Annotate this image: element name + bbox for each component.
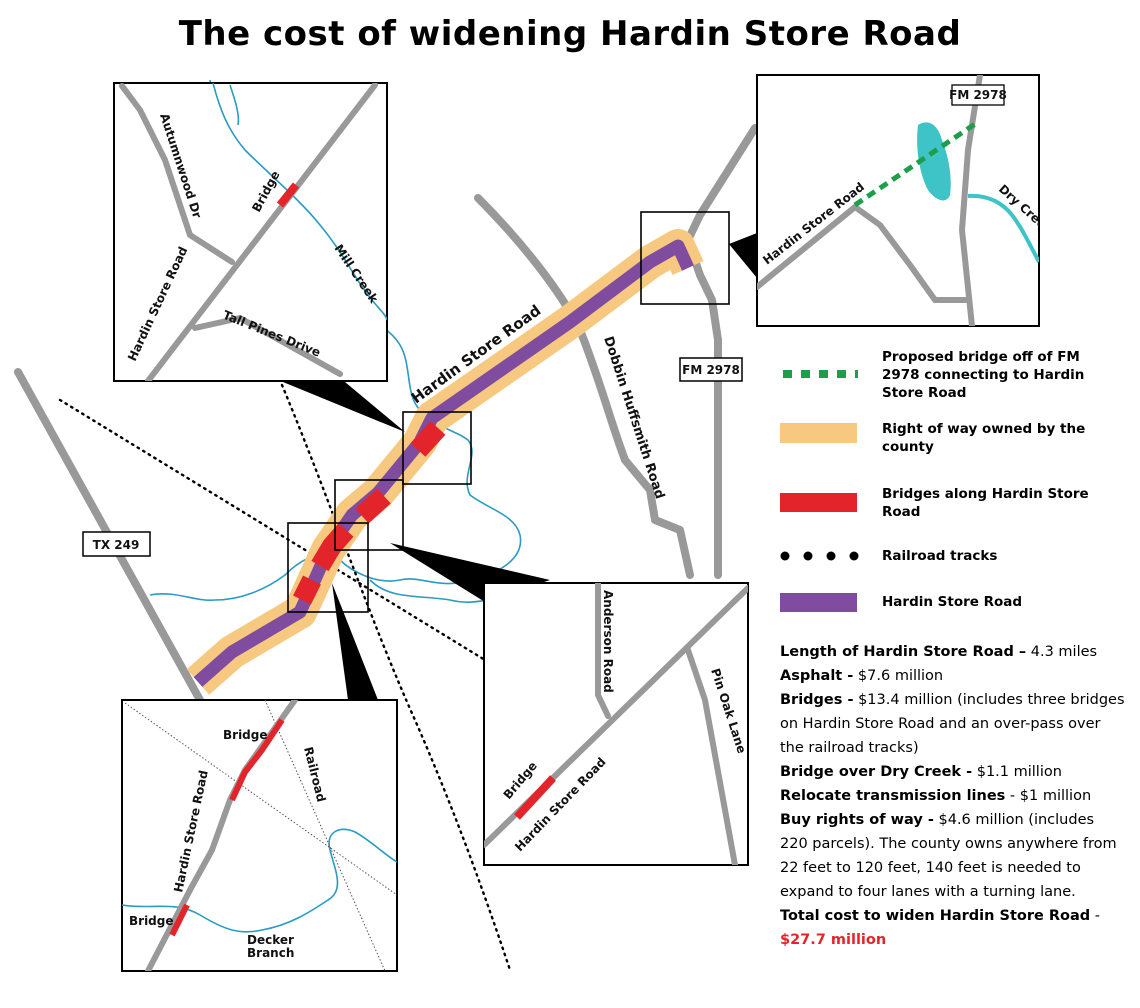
bridge-anderson — [355, 488, 391, 524]
cost-bridges: Bridges - $13.4 million (includes three … — [780, 692, 1125, 756]
legend-label: Railroad tracks — [882, 548, 998, 564]
tx-249-tag: TX 249 — [82, 531, 151, 557]
inset-top-right: FM 2978 Hardin Store Road Dry Creek — [756, 74, 1040, 327]
inset-top-left: Autumnwood Dr Bridge Mill Creek Hardin S… — [113, 82, 388, 382]
hardin-road-swatch — [780, 593, 857, 612]
bridges-swatch — [780, 493, 857, 512]
legend-label: Proposed bridge off of FM 2978 connectin… — [882, 349, 1085, 401]
anderson-road-label: Anderson Road — [601, 590, 615, 693]
total-cost-value: $27.7 million — [780, 932, 887, 948]
fm-2978-road — [684, 124, 759, 579]
cost-rights-of-way: Buy rights of way - $4.6 million (includ… — [780, 812, 1117, 900]
inset-bottom-left: Bridge Railroad Hardin Store Road Bridge… — [121, 699, 398, 972]
svg-text:FM 2978: FM 2978 — [682, 363, 740, 377]
fm-2978-main-tag: FM 2978 — [679, 357, 743, 382]
railroad-tracks — [58, 383, 512, 972]
cost-length: Length of Hardin Store Road – 4.3 miles — [780, 644, 1098, 660]
cost-breakdown: Length of Hardin Store Road – 4.3 miles … — [780, 640, 1125, 952]
proposed-bridge-swatch — [783, 370, 858, 378]
inset-bl-bridge-bottom-label: Bridge — [129, 914, 174, 928]
svg-text:TX 249: TX 249 — [93, 538, 140, 552]
bridge-mill-creek — [410, 421, 446, 457]
inset-bottom-middle: Anderson Road Pin Oak Lane Bridge Hardin… — [483, 582, 749, 866]
legend-label: Bridges along Hardin Store Road — [882, 486, 1089, 520]
right-of-way-swatch — [780, 423, 857, 443]
locator-boxes — [287, 211, 730, 613]
bridge-railroad — [311, 523, 354, 572]
cost-relocate: Relocate transmission lines - $1 million — [780, 788, 1092, 804]
bridge-decker — [293, 575, 321, 605]
railroad-swatch — [780, 551, 859, 561]
decker-line1: Decker — [247, 933, 294, 947]
inset-bl-bridge-top-label: Bridge — [223, 728, 268, 742]
legend-label: Hardin Store Road — [882, 594, 1023, 610]
legend-label: Right of way owned by the county — [882, 421, 1086, 455]
inset-fm-2978-label: FM 2978 — [949, 88, 1007, 102]
cost-total: Total cost to widen Hardin Store Road - … — [780, 908, 1101, 948]
bridge-segments — [293, 421, 446, 605]
dobbin-huffsmith-road — [474, 194, 694, 579]
decker-line2: Branch — [247, 946, 294, 960]
cost-asphalt: Asphalt - $7.6 million — [780, 668, 944, 684]
page-title: The cost of widening Hardin Store Road — [178, 14, 962, 54]
cost-dry-creek: Bridge over Dry Creek - $1.1 million — [780, 764, 1062, 780]
